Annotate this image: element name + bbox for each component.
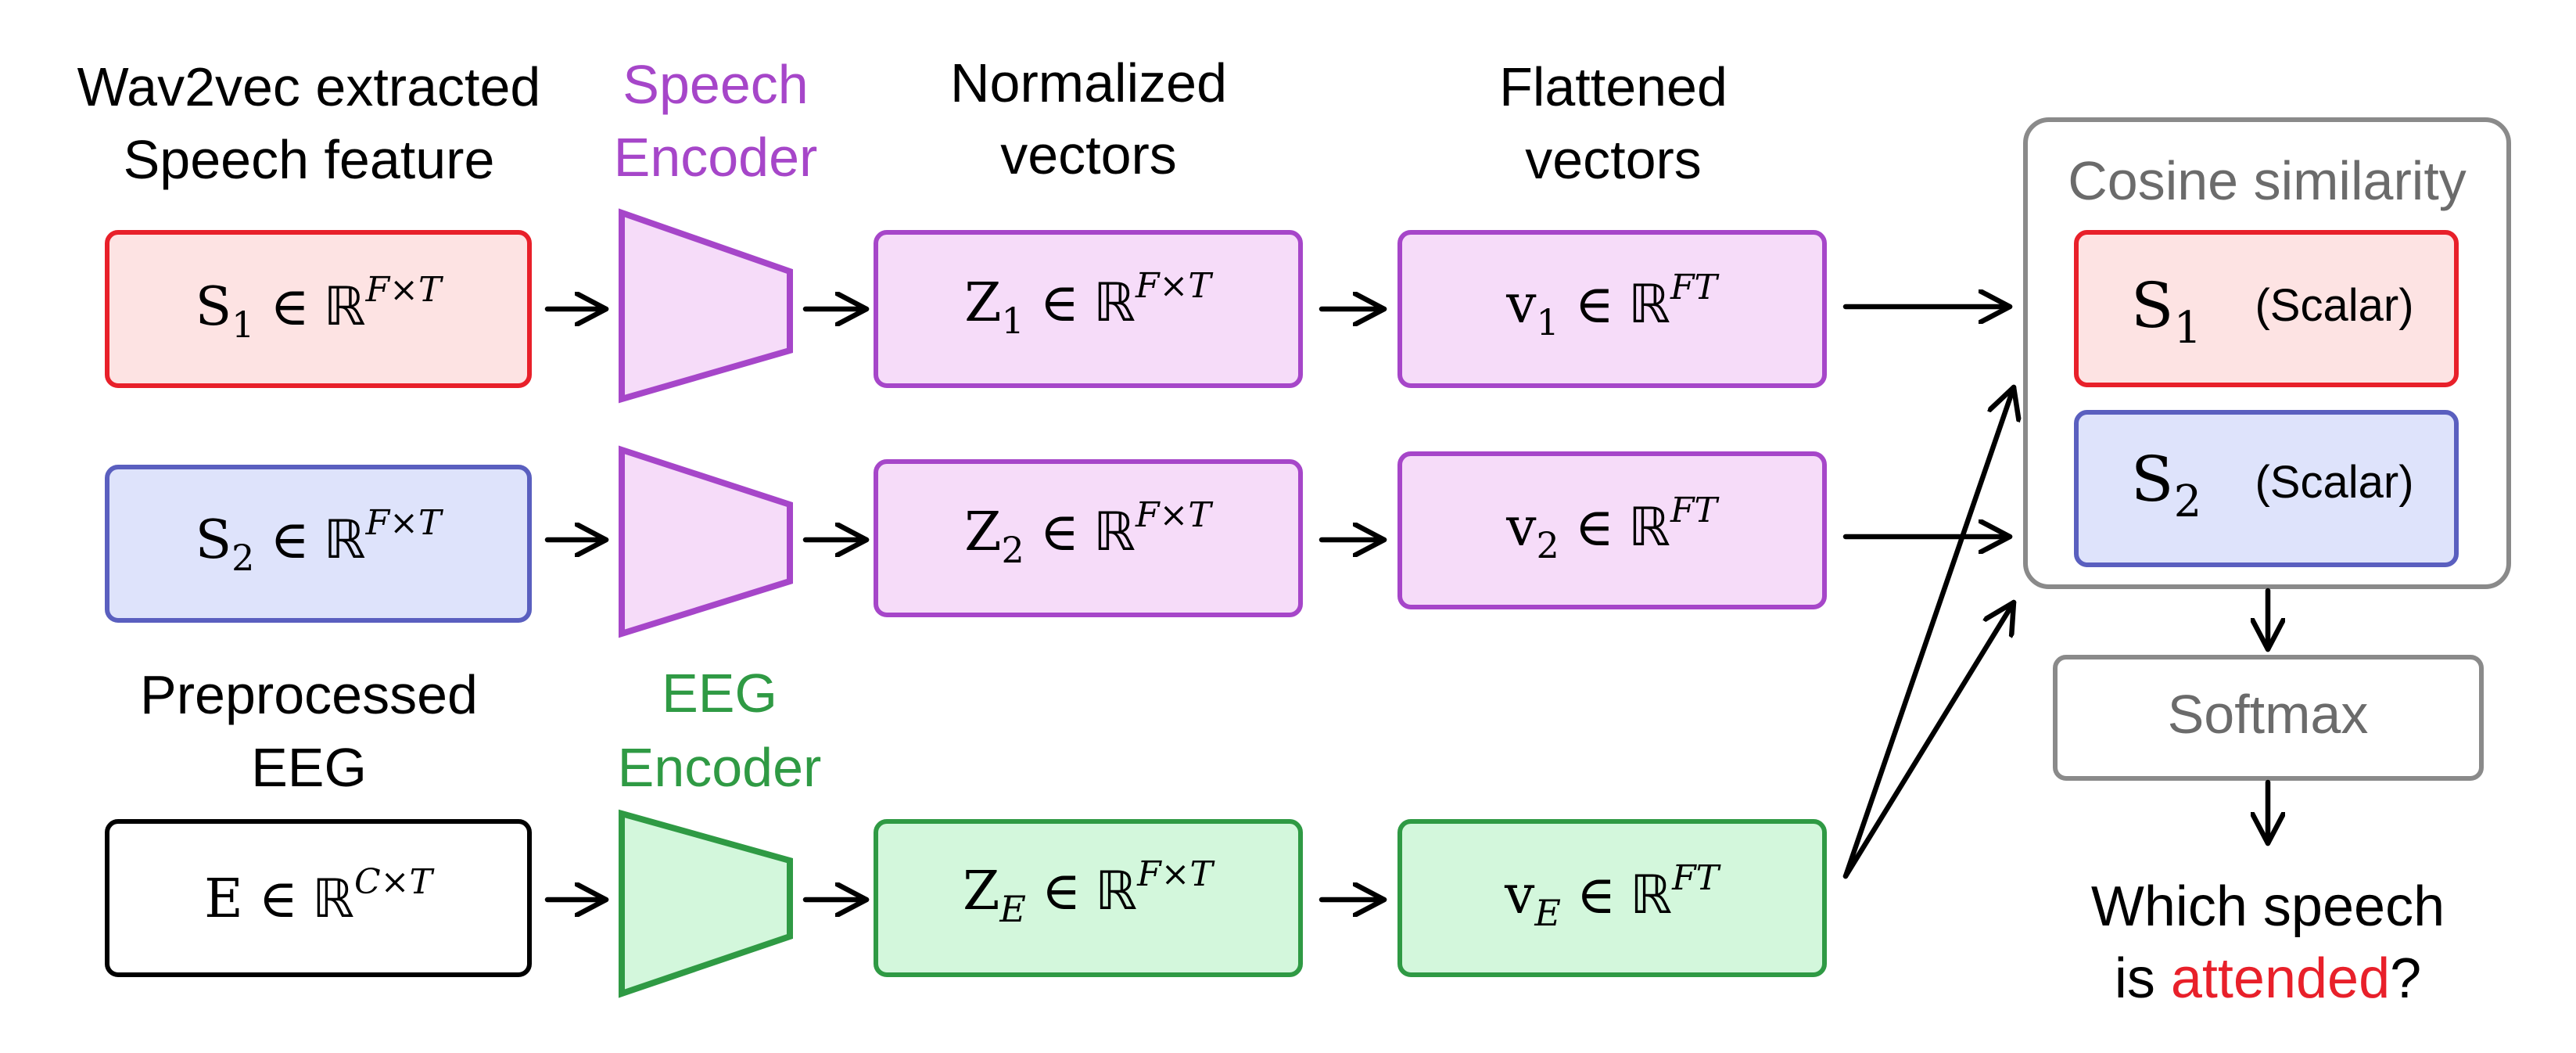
header-eeg-encoder-line1: EEG <box>662 663 777 724</box>
speech-encoder-2 <box>619 445 793 638</box>
normalized-z2-box <box>874 459 1303 617</box>
eeg-encoder <box>619 809 793 998</box>
header-preprocessed-line1: Preprocessed <box>140 664 478 725</box>
header-speech-encoder-line2: Encoder <box>614 127 818 188</box>
header-speech-encoder-line1: Speech <box>622 54 808 115</box>
speech-encoder-1 <box>619 208 793 404</box>
header-preprocessed-line2: EEG <box>251 737 367 798</box>
header-wav2vec-line2: Speech feature <box>124 129 495 190</box>
arrow-ve-to-cosine-upper <box>1842 387 2014 879</box>
normalized-z1-box <box>874 230 1303 388</box>
normalized-z1-label: Z1∈ℝF×T <box>964 266 1214 342</box>
cosine-similarity-title: Cosine similarity <box>2068 150 2467 211</box>
cosine-s1-symbol: S1 <box>2131 269 2201 354</box>
flattened-v1-label: v1∈ℝFT <box>1505 268 1720 343</box>
speech1-feature-box <box>105 230 532 388</box>
eeg-input-box <box>105 819 532 977</box>
speech2-feature-box <box>105 465 532 623</box>
normalized-z2-label: Z2∈ℝF×T <box>964 495 1214 571</box>
question-line2: is attended? <box>2115 947 2421 1010</box>
cosine-s2-box <box>2074 410 2459 567</box>
eeg-input-label: E∈ℝC×T <box>204 862 435 930</box>
header-flattened-line1: Flattened <box>1499 56 1727 117</box>
cosine-s2-symbol: S2 <box>2131 443 2201 527</box>
flattened-v1-box <box>1397 230 1827 388</box>
attended-highlight: attended <box>2171 947 2390 1010</box>
normalized-ze-label: ZE∈ℝF×T <box>963 854 1215 930</box>
arrow-ve-to-cosine-lower <box>1842 599 2017 879</box>
speech1-feature-label: S1∈ℝF×T <box>196 270 444 346</box>
flattened-v2-label: v2∈ℝFT <box>1505 491 1720 566</box>
flattened-v2-box <box>1397 451 1827 609</box>
flow-arrows <box>544 307 2268 900</box>
header-flattened-line2: vectors <box>1525 129 1702 190</box>
header-eeg-encoder-line2: Encoder <box>618 737 822 798</box>
softmax-box <box>2053 655 2484 781</box>
flattened-ve-label: vE∈ℝFT <box>1504 858 1722 934</box>
softmax-label: Softmax <box>2168 684 2369 745</box>
cosine-s1-note: (Scalar) <box>2255 280 2413 331</box>
question-line1: Which speech <box>2091 875 2445 938</box>
cosine-s2-note: (Scalar) <box>2255 457 2413 508</box>
header-normalized-line2: vectors <box>1000 124 1177 185</box>
cosine-s1-box <box>2074 230 2459 387</box>
header-wav2vec-line1: Wav2vec extracted <box>77 56 541 117</box>
speech2-feature-label: S2∈ℝF×T <box>196 503 444 579</box>
header-normalized-line1: Normalized <box>950 52 1227 113</box>
flattened-ve-box <box>1397 819 1827 977</box>
normalized-ze-box <box>874 819 1303 977</box>
